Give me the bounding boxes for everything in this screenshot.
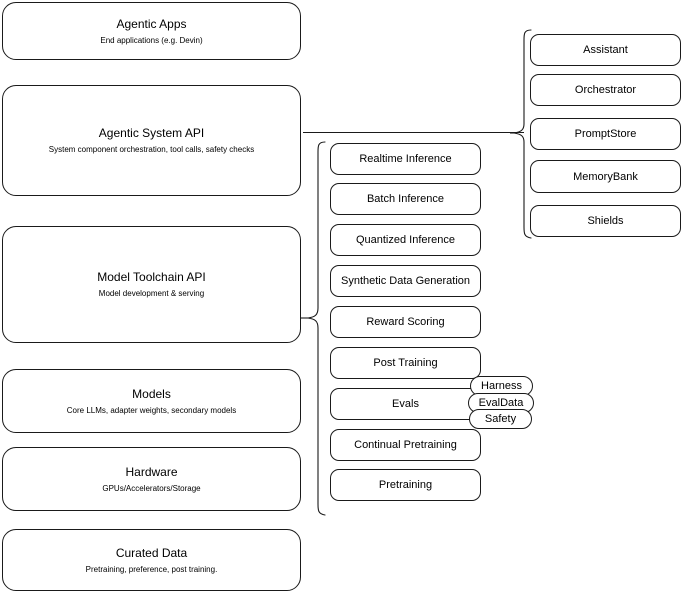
evals-subcomponent-label: Harness: [481, 379, 522, 392]
layer-title: Hardware: [125, 464, 178, 479]
agentic-component-label: Shields: [587, 215, 624, 227]
component-label: Synthetic Data Generation: [340, 275, 471, 287]
agentic-component-label: Orchestrator: [574, 84, 637, 96]
component-continual-pretraining[interactable]: Continual Pretraining: [330, 429, 481, 461]
layer-title: Curated Data: [115, 545, 188, 560]
layer-subtitle: Core LLMs, adapter weights, secondary mo…: [66, 405, 237, 415]
layer-title: Agentic Apps: [116, 16, 187, 31]
connector-agentic-system-api-to-components: [303, 126, 525, 140]
component-reward-scoring[interactable]: Reward Scoring: [330, 306, 481, 338]
layer-subtitle: GPUs/Accelerators/Storage: [102, 483, 201, 493]
component-synthetic-data-generation[interactable]: Synthetic Data Generation: [330, 265, 481, 297]
layer-hardware[interactable]: Hardware GPUs/Accelerators/Storage: [2, 447, 301, 511]
evals-subcomponent-safety[interactable]: Safety: [469, 409, 532, 429]
evals-subcomponent-evaldata[interactable]: EvalData: [468, 393, 534, 413]
layer-title: Models: [132, 386, 171, 401]
layer-subtitle: Pretraining, preference, post training.: [85, 564, 218, 574]
component-realtime-inference[interactable]: Realtime Inference: [330, 143, 481, 175]
component-label: Post Training: [373, 357, 438, 369]
agentic-component-shields[interactable]: Shields: [530, 205, 681, 237]
component-post-training[interactable]: Post Training: [330, 347, 481, 379]
component-label: Evals: [392, 398, 419, 410]
layer-title: Agentic System API: [98, 126, 205, 140]
component-label: Batch Inference: [366, 193, 445, 205]
evals-subcomponent-label: EvalData: [478, 396, 524, 409]
component-quantized-inference[interactable]: Quantized Inference: [330, 224, 481, 256]
component-label: Pretraining: [378, 479, 433, 491]
layer-subtitle: Model development & serving: [98, 289, 205, 298]
agentic-component-promptstore[interactable]: PromptStore: [530, 118, 681, 150]
component-batch-inference[interactable]: Batch Inference: [330, 183, 481, 215]
component-label: Continual Pretraining: [354, 439, 457, 451]
layer-subtitle: System component orchestration, tool cal…: [48, 145, 255, 154]
component-label: Realtime Inference: [359, 153, 452, 165]
brace-agentic-system-components: [510, 28, 532, 242]
evals-subcomponent-label: Safety: [484, 412, 517, 425]
layer-title: Model Toolchain API: [97, 270, 206, 284]
agentic-component-label: MemoryBank: [573, 170, 638, 183]
agentic-component-memorybank[interactable]: MemoryBank: [530, 160, 681, 193]
layer-agentic-apps[interactable]: Agentic Apps End applications (e.g. Devi…: [2, 2, 301, 60]
brace-model-toolchain-components: [300, 140, 326, 518]
layer-curated-data[interactable]: Curated Data Pretraining, preference, po…: [2, 529, 301, 591]
layer-models[interactable]: Models Core LLMs, adapter weights, secon…: [2, 369, 301, 433]
component-label: Quantized Inference: [355, 234, 456, 246]
agentic-component-label: Assistant: [583, 44, 628, 56]
layer-subtitle: End applications (e.g. Devin): [100, 35, 203, 45]
component-pretraining[interactable]: Pretraining: [330, 469, 481, 501]
agentic-component-label: PromptStore: [574, 128, 637, 140]
component-evals[interactable]: Evals: [330, 388, 481, 420]
component-label: Reward Scoring: [366, 316, 445, 328]
layer-model-toolchain-api[interactable]: Model Toolchain API Model development & …: [2, 226, 301, 343]
agentic-component-assistant[interactable]: Assistant: [530, 34, 681, 66]
layer-agentic-system-api[interactable]: Agentic System API System component orch…: [2, 85, 301, 196]
agentic-component-orchestrator[interactable]: Orchestrator: [530, 74, 681, 106]
